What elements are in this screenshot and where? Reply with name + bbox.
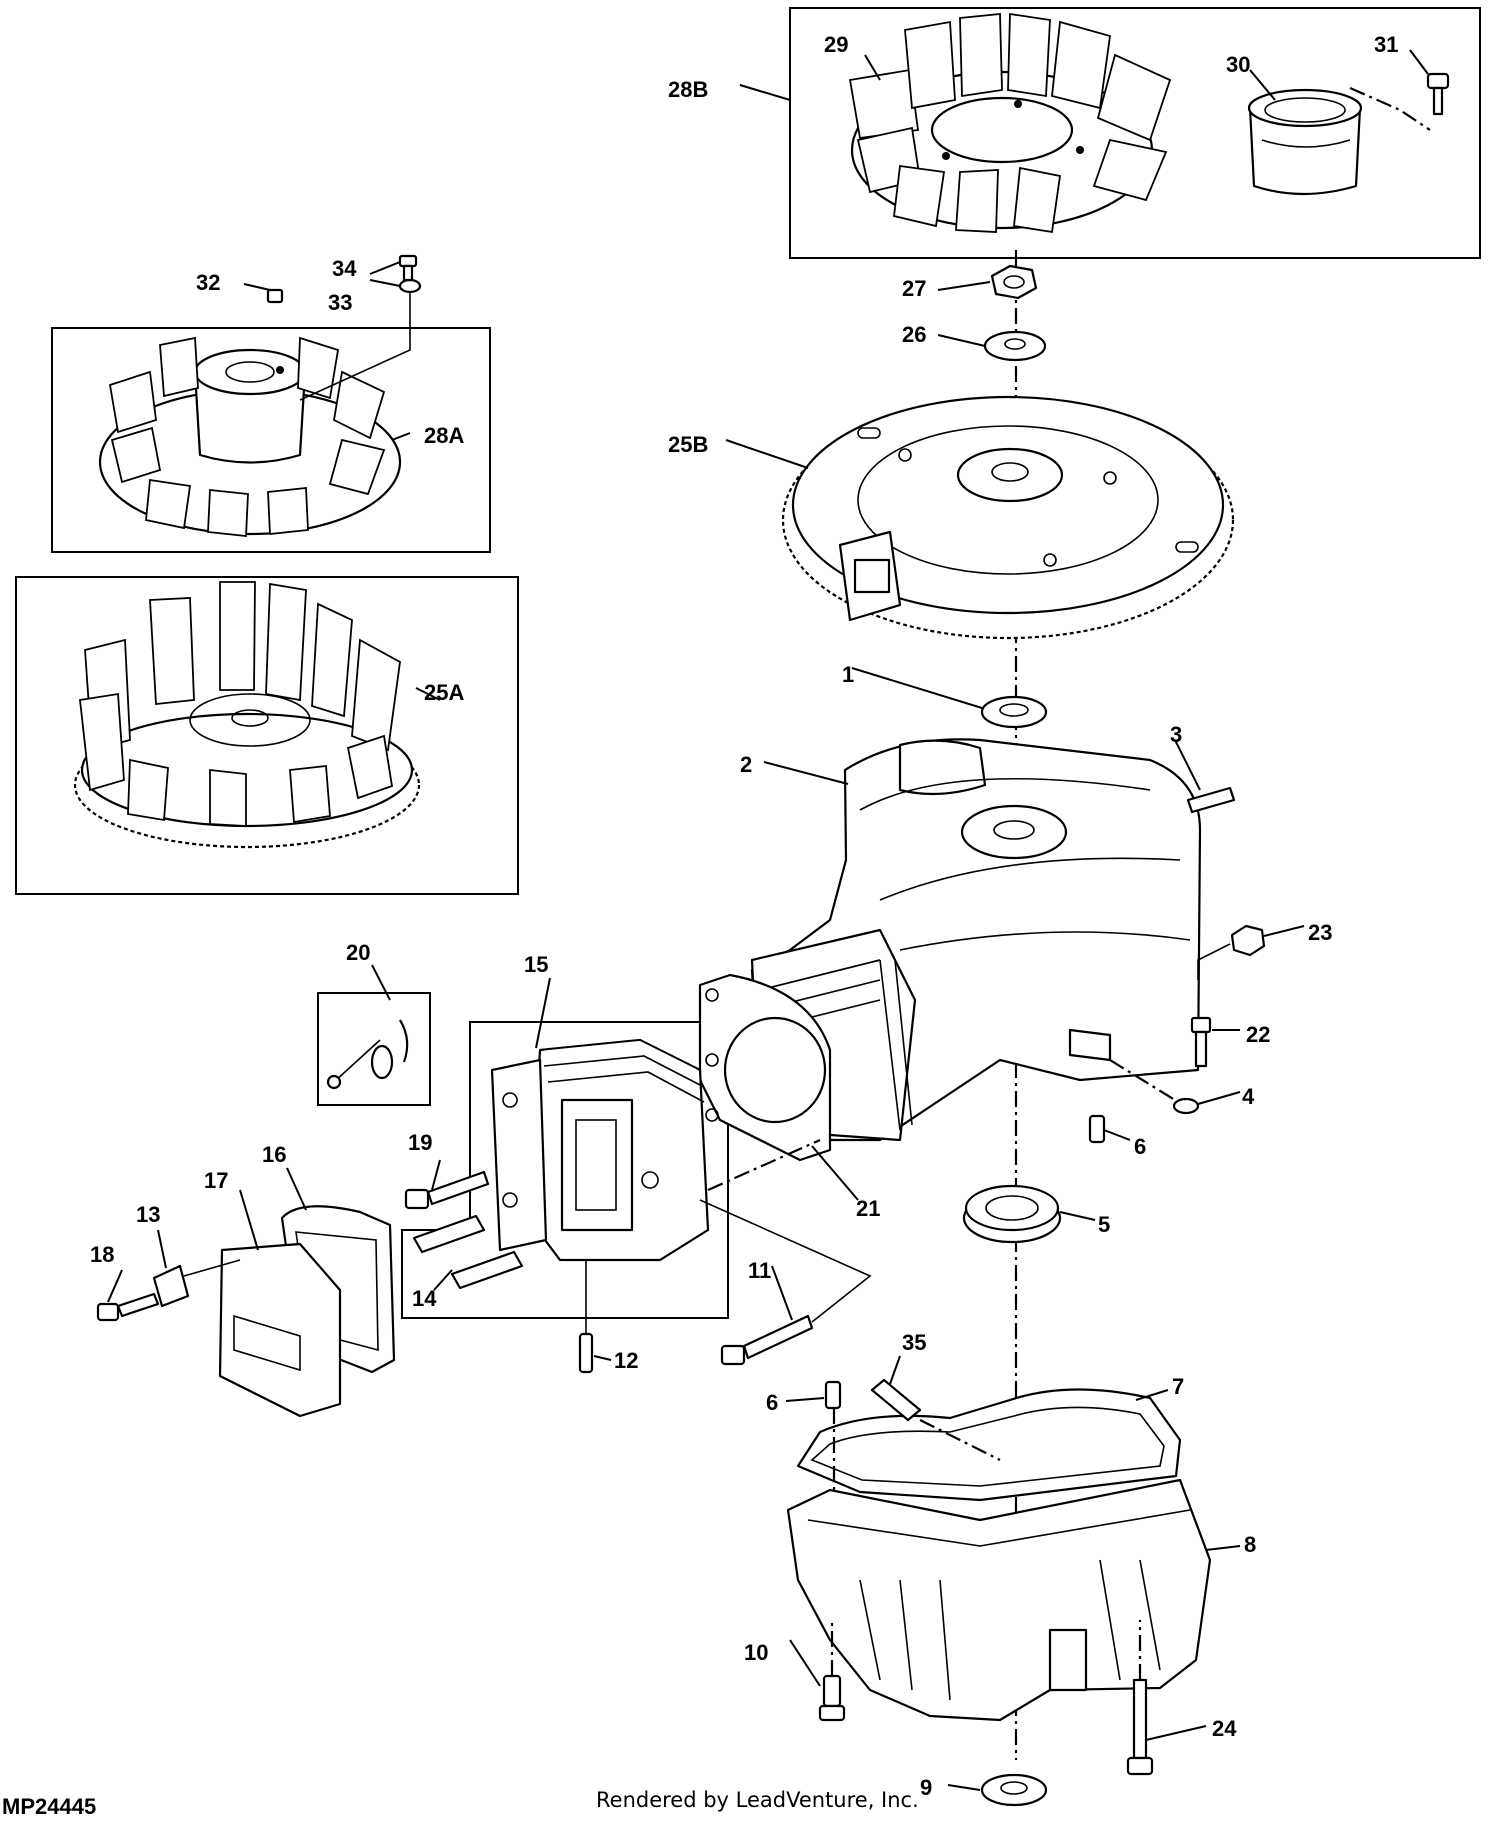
callout-label: 31 xyxy=(1374,32,1398,57)
nut-23 xyxy=(1230,924,1266,957)
callout-label: 12 xyxy=(614,1348,638,1373)
washer-33 xyxy=(398,278,422,294)
callout-label: 34 xyxy=(332,256,357,281)
flywheel-25b xyxy=(781,395,1235,640)
inset-frame-28b xyxy=(789,7,1481,259)
washer-26 xyxy=(983,330,1047,362)
callout-label: 20 xyxy=(346,940,370,965)
callout-label: 17 xyxy=(204,1168,228,1193)
inset-frame-25a xyxy=(15,576,519,895)
callout-label: 22 xyxy=(1246,1022,1270,1047)
callout-label: 35 xyxy=(902,1330,926,1355)
figure-id: MP24445 xyxy=(2,1794,97,1819)
oil-pan-8 xyxy=(786,1478,1212,1722)
render-credit: Rendered by LeadVenture, Inc. xyxy=(596,1788,919,1812)
gasket-7 xyxy=(796,1388,1182,1502)
callout-label: 19 xyxy=(408,1130,432,1155)
callout-label: 13 xyxy=(136,1202,160,1227)
inset-frame-28a xyxy=(51,327,491,553)
bolt-22 xyxy=(1190,1016,1212,1068)
callout-label: 32 xyxy=(196,270,220,295)
cylinder-head-15 xyxy=(490,1038,710,1262)
push-rods-14 xyxy=(412,1214,524,1290)
callout-label: 28A xyxy=(424,423,464,448)
callout-label: 7 xyxy=(1172,1374,1184,1399)
callout-label: 25A xyxy=(424,680,464,705)
callout-label: 8 xyxy=(1244,1532,1256,1557)
callout-label: 15 xyxy=(524,952,548,977)
bolt-10 xyxy=(818,1674,846,1722)
screw-31 xyxy=(1426,72,1450,116)
clip-20 xyxy=(326,1019,409,1090)
bolt-19 xyxy=(404,1170,490,1210)
callout-label: 23 xyxy=(1308,920,1332,945)
callout-label: 10 xyxy=(744,1640,768,1665)
blower-fan-28b xyxy=(848,12,1172,234)
callout-label: 4 xyxy=(1242,1084,1255,1109)
screw-18 xyxy=(96,1292,160,1322)
callout-label: 6 xyxy=(766,1390,778,1415)
inset-frame-20 xyxy=(317,992,431,1106)
rotating-screen-30 xyxy=(1247,88,1363,196)
dowel-pin-6-lower xyxy=(824,1380,842,1410)
spacer-13 xyxy=(152,1264,190,1308)
valve-cover-17 xyxy=(218,1242,342,1418)
stud-3 xyxy=(1186,786,1236,814)
leader-lines xyxy=(107,49,1429,1791)
callout-label: 25B xyxy=(668,432,708,457)
callout-label: 18 xyxy=(90,1242,114,1267)
callout-label: 9 xyxy=(920,1775,932,1800)
callout-label: 28B xyxy=(668,77,708,102)
bearing-5 xyxy=(962,1184,1062,1244)
bolt-11 xyxy=(720,1314,814,1366)
callout-label: 1 xyxy=(842,662,854,687)
callout-label: 11 xyxy=(748,1258,771,1283)
oil-seal-1 xyxy=(980,695,1048,729)
callout-label: 27 xyxy=(902,276,926,301)
callout-label: 24 xyxy=(1212,1716,1237,1741)
flywheel-fan-25a xyxy=(73,581,421,849)
callout-label: 26 xyxy=(902,322,926,347)
callout-label: 14 xyxy=(412,1286,437,1311)
washer-4 xyxy=(1172,1097,1200,1115)
nut-27 xyxy=(990,264,1038,300)
callout-label: 6 xyxy=(1134,1134,1146,1159)
callout-label: 33 xyxy=(328,290,352,315)
dowel-pin-6 xyxy=(1088,1114,1106,1144)
plug-32 xyxy=(266,288,284,304)
callout-label: 30 xyxy=(1226,52,1250,77)
oil-seal-9 xyxy=(980,1773,1048,1807)
cooling-fan-28a xyxy=(98,336,402,537)
stud-35 xyxy=(870,1378,922,1422)
callout-label: 29 xyxy=(824,32,848,57)
screw-34 xyxy=(398,254,418,282)
callout-labels: 1 2 3 4 5 6 6 7 8 9 10 11 12 13 14 15 16… xyxy=(90,32,1398,1800)
bolt-24 xyxy=(1126,1678,1154,1776)
callout-label: 16 xyxy=(262,1142,286,1167)
crankcase-2 xyxy=(698,738,1202,1162)
pin-12 xyxy=(578,1332,594,1374)
callout-label: 21 xyxy=(856,1196,880,1221)
callout-label: 5 xyxy=(1098,1212,1110,1237)
callout-label: 3 xyxy=(1170,722,1182,747)
callout-label: 2 xyxy=(740,752,752,777)
